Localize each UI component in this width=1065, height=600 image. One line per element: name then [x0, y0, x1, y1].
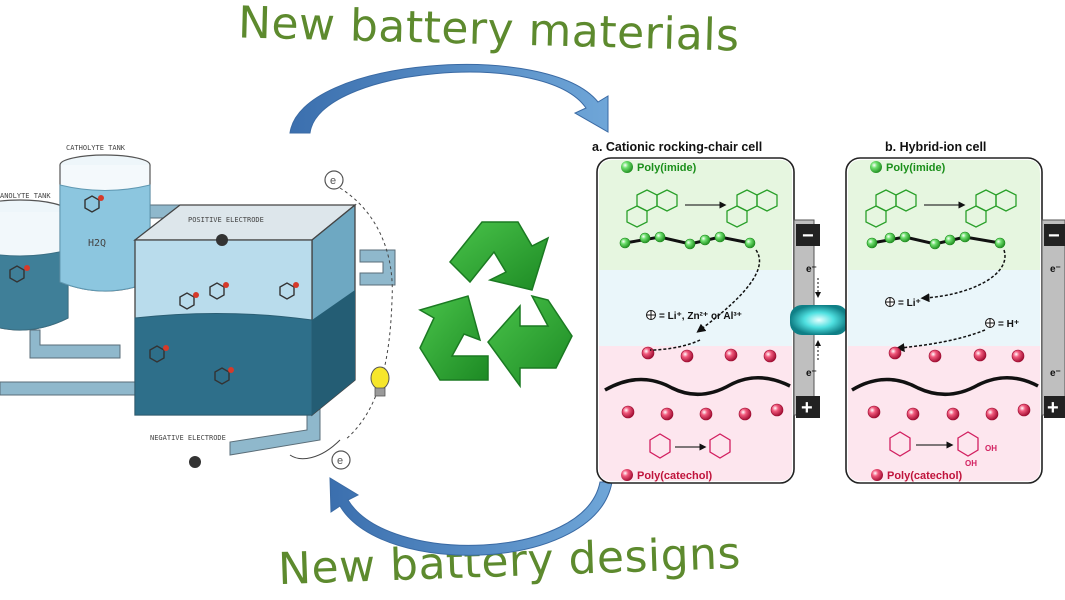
panel-b-oh-label-2: OH — [985, 444, 997, 453]
panel-a-positive-terminal — [796, 396, 820, 418]
flow-battery-sketch: ANOLYTE TANK CATHOLYTE TANK H2Q POSITIVE… — [0, 144, 396, 470]
panel-a-title: a. Cationic rocking-chair cell — [592, 140, 762, 154]
electron-bottom-label: e — [337, 455, 343, 467]
curved-arrow-bottom-icon — [329, 477, 613, 556]
hq-label: H2Q — [88, 238, 106, 249]
positive-terminal-icon — [216, 234, 228, 246]
panel-a-top-polymer: Poly(imide) — [637, 162, 697, 174]
panel-a-cationic-rocking-chair: a. Cationic rocking-chair cell Poly(imid… — [592, 140, 821, 484]
lightbulb-icon — [370, 366, 390, 397]
molecule-icons — [9, 195, 295, 385]
panel-b-title: b. Hybrid-ion cell — [885, 140, 986, 154]
panel-a-bottom-polymer: Poly(catechol) — [637, 470, 713, 482]
panel-b-hybrid-ion: b. Hybrid-ion cell Poly(imide) = Li⁺ = — [845, 140, 1065, 484]
negative-terminal-icon — [189, 456, 201, 468]
electron-bottom-icon — [331, 450, 351, 470]
panel-b-ion-li-label: = Li⁺ — [898, 298, 921, 309]
recycle-icon — [418, 221, 573, 389]
panel-b-plus-label: + — [1047, 397, 1059, 419]
panel-b-electron-top: e⁻ — [1050, 264, 1061, 275]
anolyte-tank-label: ANOLYTE TANK — [0, 192, 51, 200]
positive-electrode-label: POSITIVE ELECTRODE — [188, 216, 264, 224]
panel-a-plus-label: + — [801, 397, 813, 419]
panel-b-electron-bottom: e⁻ — [1050, 368, 1061, 379]
panel-b-top-polymer: Poly(imide) — [886, 162, 946, 174]
panel-b-ion-h-label: = H⁺ — [998, 319, 1019, 330]
panel-a-negative-terminal — [796, 224, 820, 246]
electron-top-icon — [324, 170, 344, 190]
pipe-right — [359, 249, 396, 286]
panel-b-minus-label: − — [1048, 225, 1060, 247]
negative-electrode-label: NEGATIVE ELECTRODE — [150, 434, 226, 442]
panel-b-negative-terminal — [1044, 224, 1065, 246]
panel-b-bottom-polymer: Poly(catechol) — [887, 470, 963, 482]
panel-a-ion-label: = Li⁺, Zn²⁺ or Al³⁺ — [659, 311, 742, 322]
panel-b-oh-label-1: OH — [965, 459, 977, 468]
panel-a-electron-bottom: e⁻ — [806, 368, 817, 379]
catholyte-tank-label: CATHOLYTE TANK — [66, 144, 126, 152]
pipe-left — [29, 329, 121, 359]
panel-b-positive-terminal — [1044, 396, 1065, 418]
curved-arrow-top-icon — [289, 64, 609, 134]
panel-a-electron-top: e⁻ — [806, 264, 817, 275]
electron-top-label: e — [330, 175, 336, 187]
panel-a-minus-label: − — [802, 225, 814, 247]
